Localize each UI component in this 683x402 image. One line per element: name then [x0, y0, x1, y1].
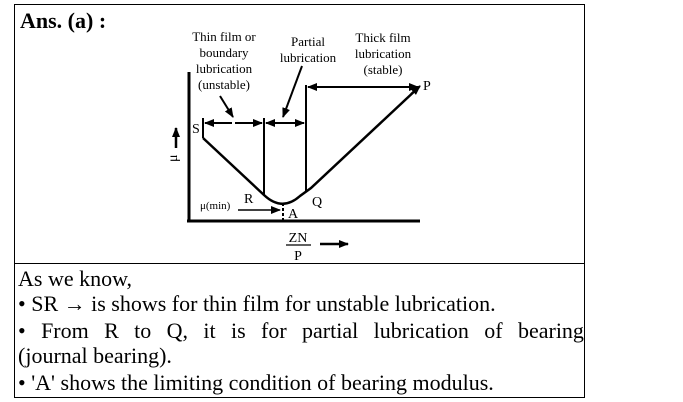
- bullet: •: [18, 370, 26, 395]
- text-line-3: • From R to Q, it is for partial lubrica…: [18, 318, 584, 344]
- point-q-label: Q: [312, 195, 322, 210]
- thin-film-label-3: lubrication: [196, 61, 253, 76]
- point-p-label: P: [423, 79, 431, 94]
- section-divider: [14, 263, 585, 264]
- thick-film-label-1: Thick film: [355, 30, 410, 45]
- word: of: [484, 318, 503, 343]
- word: lubrication: [373, 318, 469, 343]
- word: partial: [302, 318, 359, 343]
- mu-min-label: μ(min): [200, 200, 231, 212]
- answer-label: Ans. (a) :: [20, 8, 107, 33]
- partial-label-1: Partial: [291, 34, 325, 49]
- x-axis-denominator: P: [294, 249, 302, 264]
- friction-curve: [202, 86, 420, 205]
- word: for: [261, 318, 287, 343]
- thin-film-label-2: boundary: [199, 45, 249, 60]
- partial-label-2: lubrication: [280, 50, 337, 65]
- word: is: [230, 318, 246, 343]
- thin-film-label-1: Thin film or: [192, 29, 256, 44]
- answer-box: [14, 4, 585, 398]
- word: From: [41, 318, 89, 343]
- text-line-1: As we know,: [18, 266, 133, 291]
- thin-film-pointer: [219, 95, 234, 118]
- thick-film-label-2: lubrication: [355, 46, 412, 61]
- partial-pointer: [282, 65, 303, 118]
- x-axis-numerator: ZN: [289, 231, 308, 246]
- point-s-label: S: [192, 122, 200, 137]
- thin-film-label-4: (unstable): [198, 77, 250, 92]
- text-line-4: (journal bearing).: [18, 343, 172, 368]
- bullet: •: [18, 291, 26, 316]
- text-line-2-content: SR → is shows for thin film for unstable…: [31, 291, 496, 316]
- point-a-label: A: [288, 207, 299, 222]
- word: it: [203, 318, 216, 343]
- text-line-2: • SR → is shows for thin film for unstab…: [18, 291, 496, 317]
- word: bearing: [517, 318, 584, 343]
- point-r-label: R: [244, 192, 254, 207]
- thick-film-label-3: (stable): [364, 62, 403, 77]
- word: Q,: [166, 318, 189, 343]
- word: R: [104, 318, 119, 343]
- y-axis-symbol: μ: [166, 154, 181, 162]
- word: to: [134, 318, 152, 343]
- bullet: •: [18, 318, 26, 343]
- text-line-5-content: 'A' shows the limiting condition of bear…: [31, 370, 494, 395]
- text-line-5: • 'A' shows the limiting condition of be…: [18, 370, 494, 396]
